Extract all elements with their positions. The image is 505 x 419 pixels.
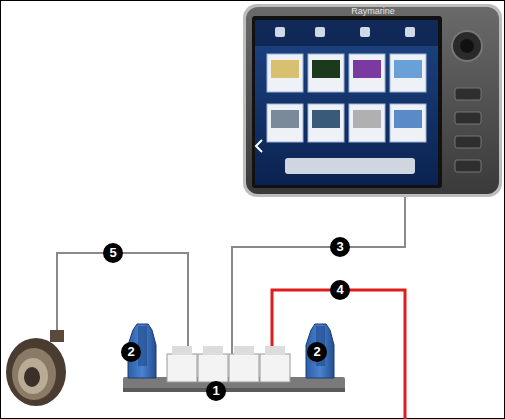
transducer-plug	[6, 330, 66, 406]
callout-number: 5	[103, 243, 123, 263]
power-cable	[272, 290, 405, 419]
display-unit	[243, 4, 502, 197]
backbone	[123, 324, 345, 392]
transducer-cable	[57, 253, 188, 358]
display-unit-node: Raymarine	[243, 4, 502, 197]
callout-number: 1	[206, 381, 226, 401]
brand-name: Raymarine	[323, 6, 423, 16]
callout-number: 2	[307, 342, 327, 362]
callout-number: 2	[121, 342, 141, 362]
callout-number: 3	[330, 237, 350, 257]
callout-number: 4	[330, 280, 350, 300]
